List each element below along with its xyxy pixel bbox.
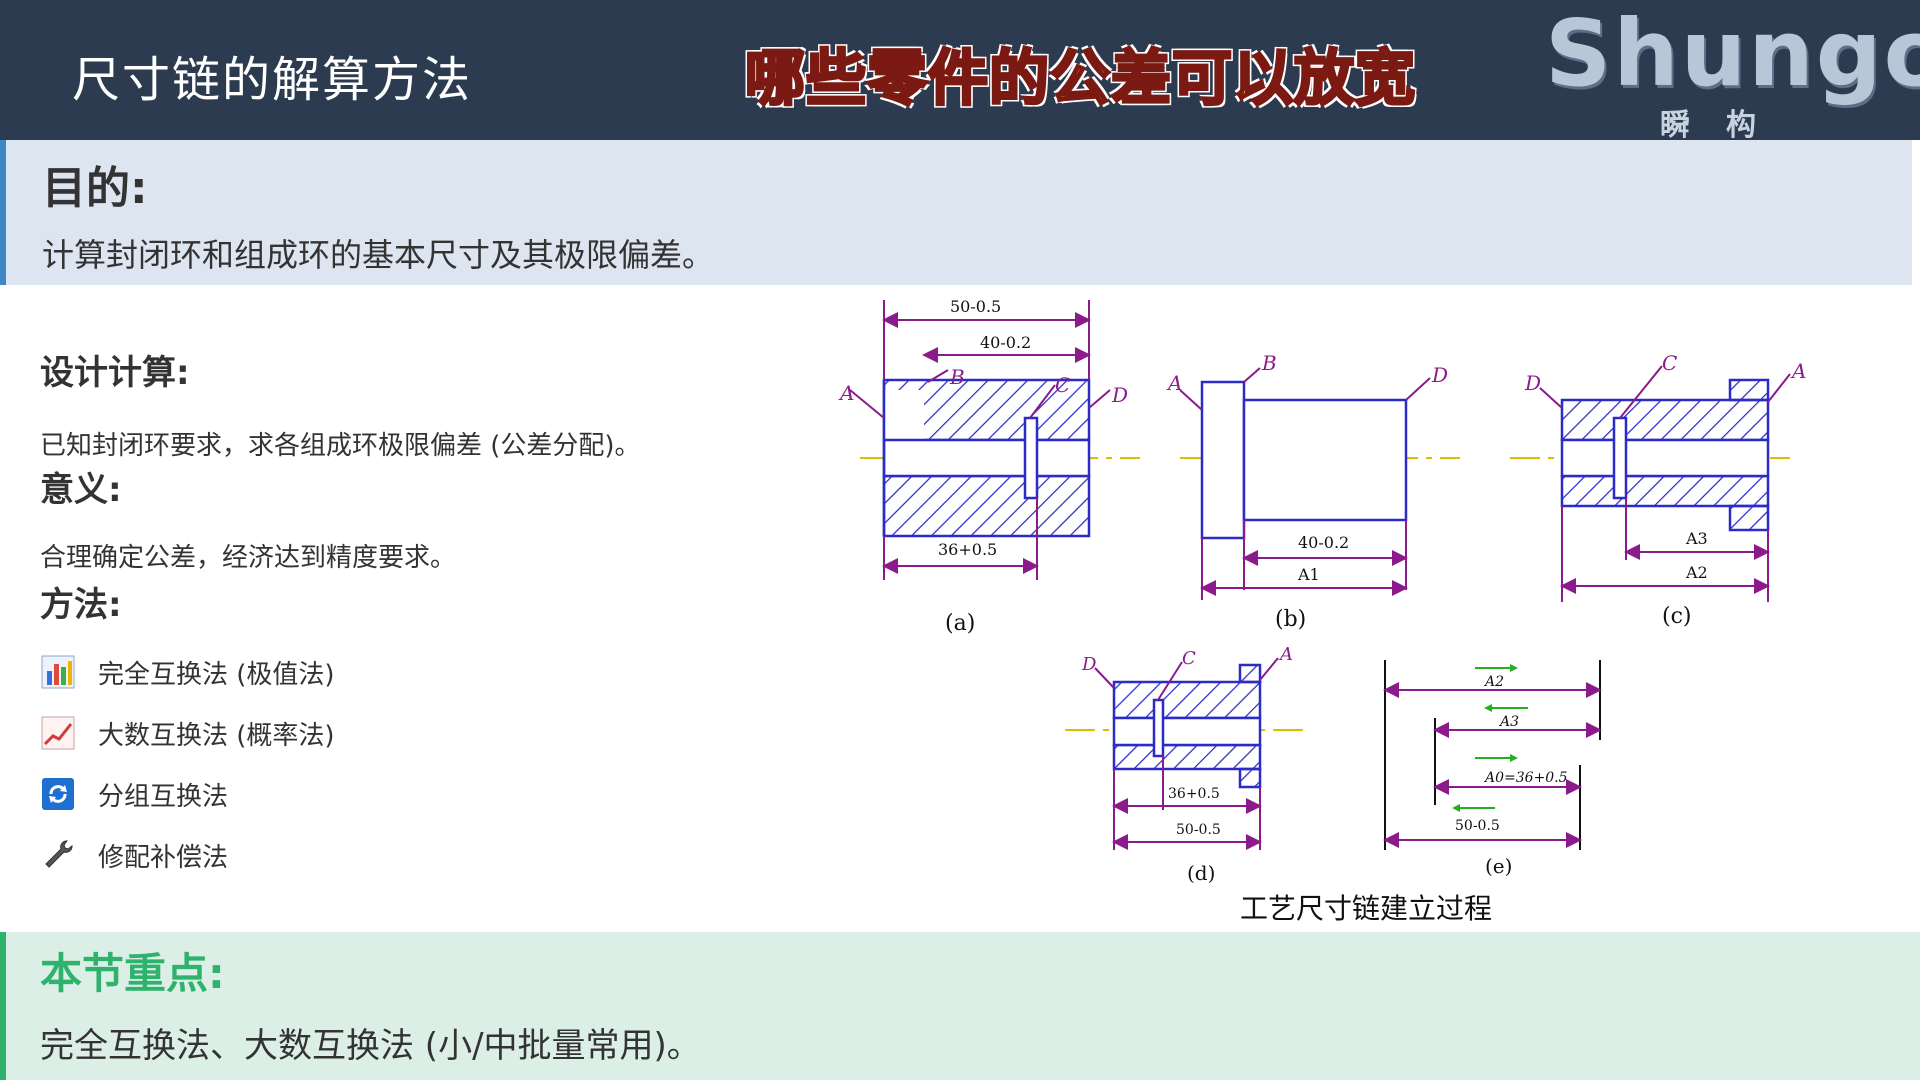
panel-a-drawing: A B C D — [838, 300, 1140, 580]
dim-c-a3: A3 — [1685, 529, 1708, 548]
svg-text:D: D — [1524, 371, 1541, 395]
method-label: 大数互换法 (概率法) — [98, 720, 335, 751]
dim-c-a2: A2 — [1685, 563, 1708, 582]
dim-e-a2: A2 — [1483, 674, 1504, 690]
panel-label-a: (a) — [945, 611, 975, 636]
purpose-section: 目的: 计算封闭环和组成环的基本尺寸及其极限偏差。 — [0, 140, 1912, 285]
dim-b-a1: A1 — [1297, 565, 1320, 584]
design-text: 已知封闭环要求，求各组成环极限偏差 (公差分配)。 — [40, 431, 641, 461]
panel-c-drawing: D C A — [1510, 351, 1806, 602]
key-points-section: 本节重点: 完全互换法、大数互换法 (小/中批量常用)。 — [0, 932, 1920, 1080]
line-chart-icon — [40, 715, 76, 751]
svg-text:B: B — [949, 365, 965, 389]
method-item: 大数互换法 (概率法) — [40, 713, 335, 753]
panel-d-drawing: D C A — [1065, 644, 1305, 850]
figure-caption: 工艺尺寸链建立过程 — [1240, 892, 1493, 925]
key-points-text: 完全互换法、大数互换法 (小/中批量常用)。 — [40, 1026, 701, 1066]
subtitle-banner: 哪些零件的公差可以放宽 — [744, 43, 1417, 116]
svg-text:A: A — [1166, 371, 1182, 395]
svg-text:D: D — [1081, 654, 1097, 675]
panel-label-d: (d) — [1187, 861, 1215, 885]
brand-logo: Shungo — [1545, 0, 1920, 107]
panel-label-e: (e) — [1485, 854, 1512, 878]
dim-e-a0: A0=36+0.5 — [1483, 770, 1568, 786]
method-label: 完全互换法 (极值法) — [98, 659, 335, 690]
dimension-chain-figure: A B C D 50-0.5 40-0.2 36+0.5 (a) A B D 4… — [838, 297, 1806, 885]
wrench-icon — [40, 837, 76, 873]
svg-text:D: D — [1431, 363, 1448, 387]
meaning-text: 合理确定公差，经济达到精度要求。 — [40, 543, 457, 573]
page-title: 尺寸链的解算方法 — [72, 52, 473, 108]
key-points-heading: 本节重点: — [40, 949, 225, 998]
dim-d-50: 50-0.5 — [1176, 822, 1221, 838]
dim-a-top: 50-0.5 — [950, 297, 1001, 316]
panel-label-b: (b) — [1275, 607, 1306, 632]
meaning-heading: 意义: — [40, 470, 122, 510]
dim-e-50: 50-0.5 — [1455, 818, 1500, 834]
method-label: 修配补偿法 — [98, 842, 229, 873]
method-item: 修配补偿法 — [40, 835, 228, 875]
svg-text:B: B — [1261, 351, 1277, 375]
svg-text:C: C — [1662, 351, 1677, 375]
purpose-text: 计算封闭环和组成环的基本尺寸及其极限偏差。 — [42, 236, 715, 274]
cycle-icon — [40, 776, 76, 812]
method-item: 完全互换法 (极值法) — [40, 652, 335, 692]
svg-text:A: A — [1278, 644, 1293, 665]
svg-text:C: C — [1055, 373, 1070, 397]
dim-d-36: 36+0.5 — [1168, 786, 1220, 802]
brand-logo-subtitle: 瞬构 — [1660, 108, 1792, 143]
design-heading: 设计计算: — [40, 353, 190, 393]
panel-label-c: (c) — [1662, 604, 1692, 629]
panel-e-drawing — [1383, 660, 1602, 850]
dim-a-bot: 36+0.5 — [938, 540, 997, 559]
svg-text:A: A — [1790, 359, 1806, 383]
dim-e-a3: A3 — [1498, 714, 1519, 730]
method-item: 分组互换法 — [40, 774, 228, 814]
dim-b-bot: 40-0.2 — [1298, 533, 1349, 552]
methods-heading: 方法: — [40, 585, 122, 625]
panel-b-drawing: A B D — [1166, 351, 1460, 600]
method-label: 分组互换法 — [98, 781, 229, 812]
svg-text:A: A — [838, 381, 854, 405]
purpose-heading: 目的: — [42, 163, 148, 214]
dim-a-mid: 40-0.2 — [980, 333, 1031, 352]
svg-text:C: C — [1182, 648, 1196, 669]
header-bar: 尺寸链的解算方法 哪些零件的公差可以放宽 Shungo 瞬构 — [0, 0, 1920, 143]
svg-text:D: D — [1111, 383, 1128, 407]
bar-chart-icon — [40, 654, 76, 690]
